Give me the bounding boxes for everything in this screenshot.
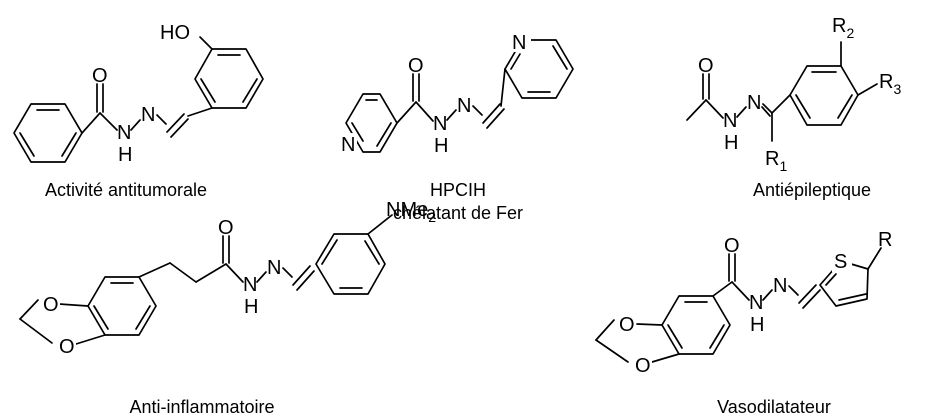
imine-nitrogen-label: N <box>141 104 155 126</box>
substituent-r1-label: R1 <box>765 148 787 174</box>
benzodioxole-ring-2 <box>595 295 731 363</box>
caption-anti-inflammatoire: Anti-inflammatoire <box>129 397 274 417</box>
imine-nitrogen-label: N <box>267 257 281 279</box>
aroyl-hydrazone-chain <box>712 253 821 309</box>
dioxole-oxygen-top-label: O <box>619 314 635 336</box>
molecule-hpcih: O N H N N N HPCIH chélatant de Fer <box>339 30 574 223</box>
aryl-ring <box>789 41 878 126</box>
carbonyl-oxygen-label: O <box>698 55 714 77</box>
hydroxyl-label: HO <box>160 22 190 44</box>
propanoyl-hydrazone-chain <box>138 235 315 291</box>
thiophene-sulfur-label: S <box>834 251 847 273</box>
amide-hydrogen-label: H <box>750 314 764 336</box>
pyridine-nitrogen-label: N <box>512 32 526 54</box>
caption-hpcih: HPCIH <box>430 180 486 200</box>
dioxole-oxygen-bottom-label: O <box>59 336 75 358</box>
molecule-antiepileptique: O N H N R2 R3 R1 Antiépileptique <box>686 15 901 200</box>
caption-vasodilatateur: Vasodilatateur <box>717 397 831 417</box>
carbonyl-oxygen-label: O <box>92 65 108 87</box>
benzodioxole-ring <box>19 276 157 345</box>
dioxole-oxygen-top-label: O <box>43 294 59 316</box>
amide-nitrogen-label: N <box>749 292 763 314</box>
dimethylaminophenyl-ring <box>315 214 393 295</box>
molecule-antitumoral: O N H N HO Activité antitumorale <box>13 22 264 200</box>
carbonyl-oxygen-label: O <box>408 55 424 77</box>
amide-hydrogen-label: H <box>118 144 132 166</box>
substituent-r2-label: R2 <box>832 15 854 41</box>
hydrazone-chain-2 <box>396 73 505 129</box>
dimethylamino-label: NMe2 <box>386 199 436 225</box>
substituent-r3-label: R3 <box>879 71 901 97</box>
imine-nitrogen-label: N <box>747 92 761 114</box>
amide-nitrogen-label: N <box>433 113 447 135</box>
caption-chelatant-de-fer: chélatant de Fer <box>393 203 523 223</box>
amide-hydrogen-label: H <box>724 132 738 154</box>
molecule-vasodilatateur: O O O N H N S R Vasodilatateur <box>595 229 892 417</box>
carbonyl-oxygen-label: O <box>724 235 740 257</box>
dioxole-oxygen-bottom-label: O <box>635 355 651 377</box>
amide-nitrogen-label: N <box>117 122 131 144</box>
amide-nitrogen-label: N <box>723 110 737 132</box>
pyridine-ring-right <box>500 39 574 107</box>
phenol-ring <box>187 36 264 117</box>
caption-activite-antitumorale: Activité antitumorale <box>45 180 207 200</box>
pyridine-nitrogen-left-label: N <box>341 134 355 156</box>
amide-hydrogen-label: H <box>434 135 448 157</box>
substituent-r-label: R <box>878 229 892 251</box>
amide-nitrogen-label: N <box>243 274 257 296</box>
imine-nitrogen-label: N <box>773 275 787 297</box>
imine-nitrogen-label: N <box>457 95 471 117</box>
amide-hydrogen-label: H <box>244 296 258 318</box>
carbonyl-oxygen-label: O <box>218 217 234 239</box>
benzene-ring <box>13 103 83 163</box>
hydrazone-chain <box>81 83 189 138</box>
caption-antiepileptique: Antiépileptique <box>753 180 871 200</box>
molecule-anti-inflammatoire: O O O N H N NMe2 Anti-inflammatoire <box>19 199 436 417</box>
acetyl-hydrazone-chain <box>686 73 791 142</box>
